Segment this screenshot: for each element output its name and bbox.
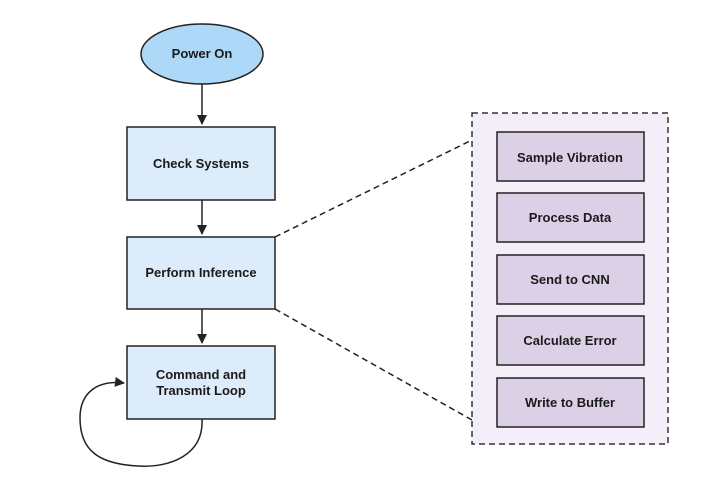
connector-line-bottom <box>274 308 473 421</box>
check-systems-box <box>126 126 276 201</box>
command-transmit-label-line1: Command and <box>156 367 246 382</box>
process-data-label: Process Data <box>529 210 612 225</box>
write-to-buffer-label: Write to Buffer <box>525 395 615 410</box>
process-data-box <box>496 192 645 243</box>
command-transmit-label-line2: Transmit Loop <box>156 383 246 398</box>
perform-inference-box <box>126 236 276 310</box>
power-on-label: Power On <box>172 46 233 61</box>
send-to-cnn-box <box>496 254 645 305</box>
send-to-cnn-label: Send to CNN <box>530 272 609 287</box>
connector-line-top <box>274 139 473 238</box>
calculate-error-label: Calculate Error <box>523 333 616 348</box>
perform-inference-label: Perform Inference <box>145 265 256 280</box>
sample-vibration-box <box>496 131 645 182</box>
sample-vibration-label: Sample Vibration <box>517 150 623 165</box>
command-transmit-box <box>126 345 276 420</box>
write-to-buffer-box <box>496 377 645 428</box>
check-systems-label: Check Systems <box>153 156 249 171</box>
calculate-error-box <box>496 315 645 366</box>
loop-back-arrow <box>79 377 203 467</box>
